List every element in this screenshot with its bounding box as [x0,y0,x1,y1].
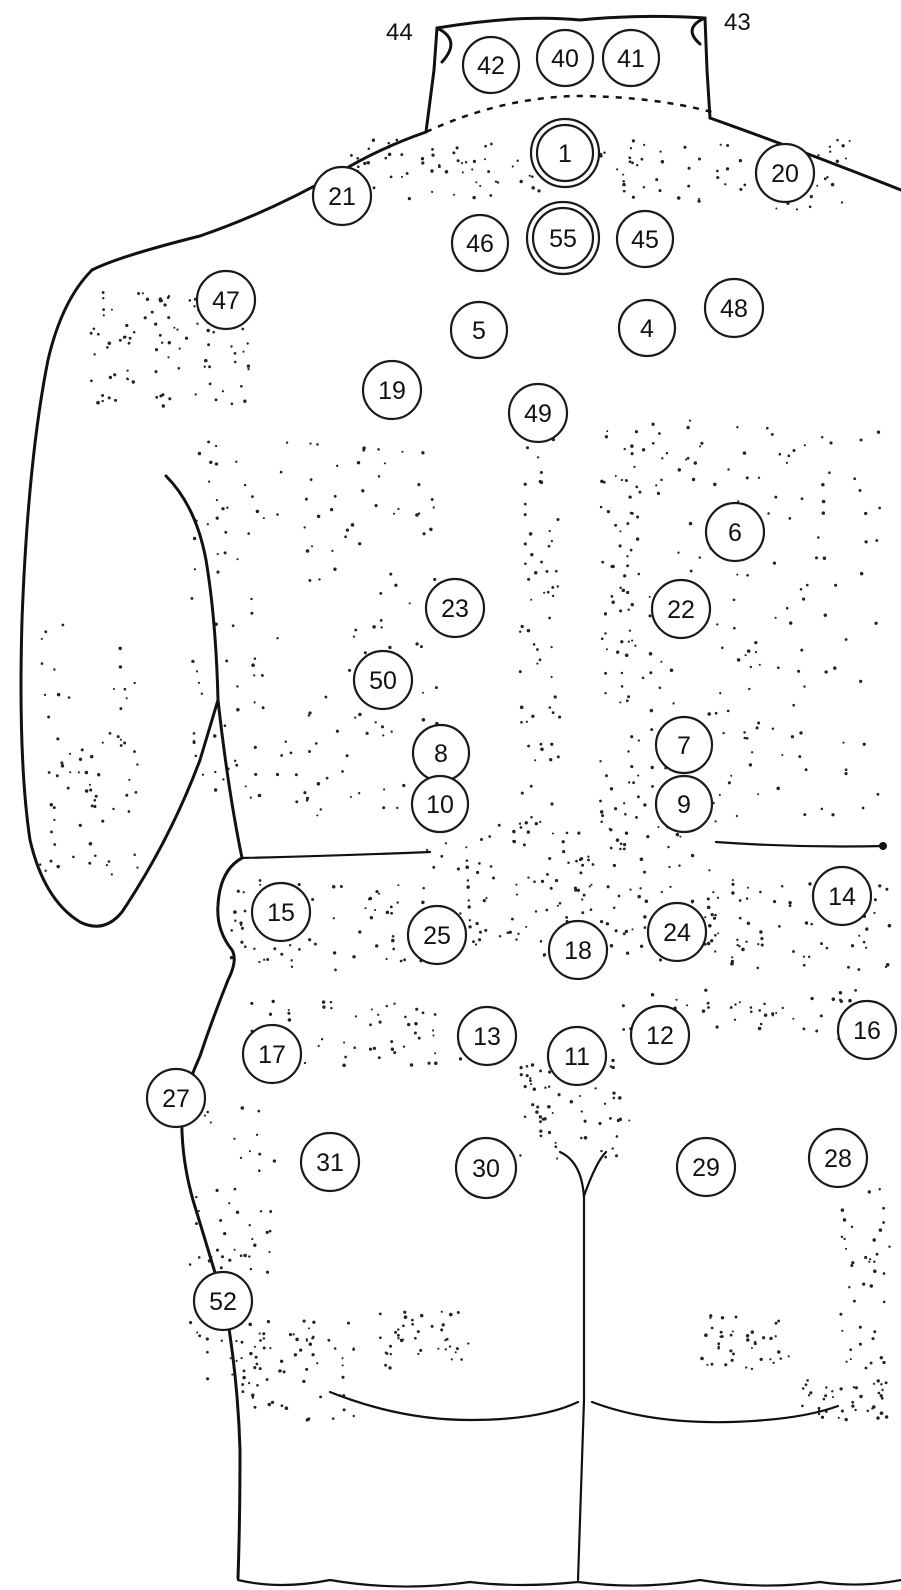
point-marker-9: 9 [656,776,712,832]
point-label-11: 11 [564,1043,590,1071]
point-label-48: 48 [720,295,748,323]
point-label-42: 42 [477,52,505,80]
point-marker-6: 6 [706,503,764,561]
bottom-edge [238,1580,901,1587]
waist-end-dot [879,842,887,850]
left-armpit-line [166,476,218,700]
point-marker-1: 1 [531,119,599,187]
point-marker-8: 8 [413,725,469,781]
point-label-7: 7 [677,732,691,760]
gluteal-cleft [560,1152,584,1580]
point-marker-45: 45 [617,211,673,267]
point-label-50: 50 [369,667,397,695]
waist-crease-right [716,842,884,847]
gluteal-fold-left [330,1392,578,1420]
point-label-55: 55 [549,225,577,253]
point-marker-27: 27 [147,1069,205,1127]
point-marker-41: 41 [603,30,659,86]
point-label-12: 12 [646,1022,674,1050]
point-label-20: 20 [771,160,799,188]
point-marker-46: 46 [452,215,508,271]
point-marker-30: 30 [456,1138,516,1198]
point-label-1: 1 [558,140,572,168]
point-label-21: 21 [328,183,356,211]
point-marker-49: 49 [509,384,567,442]
point-label-25: 25 [423,922,451,950]
point-marker-10: 10 [412,776,468,832]
point-label-19: 19 [378,377,406,405]
point-marker-24: 24 [648,903,706,961]
point-marker-28: 28 [809,1129,867,1187]
point-marker-40: 40 [537,30,593,86]
left-shoulder [92,132,426,270]
point-marker-15: 15 [252,883,310,941]
point-label-4: 4 [640,315,654,343]
ear-right [692,18,705,44]
point-label-45: 45 [631,226,659,254]
point-label-18: 18 [564,937,592,965]
point-marker-29: 29 [677,1138,735,1196]
point-marker-55: 55 [527,202,599,274]
left-arm [21,270,218,926]
point-label-16: 16 [853,1017,881,1045]
point-label-9: 9 [677,791,691,819]
point-label-14: 14 [828,883,856,911]
neck-top-edge [437,16,705,28]
point-marker-13: 13 [458,1007,516,1065]
point-label-47: 47 [212,287,240,315]
point-marker-22: 22 [652,580,710,638]
point-marker-52: 52 [194,1272,252,1330]
point-label-41: 41 [617,45,645,73]
point-marker-42: 42 [463,37,519,93]
point-marker-31: 31 [301,1133,359,1191]
point-marker-20: 20 [756,144,814,202]
point-label-22: 22 [667,596,695,624]
point-label-24: 24 [663,919,691,947]
left-leg-outer [226,1310,240,1578]
point-marker-17: 17 [243,1025,301,1083]
point-marker-18: 18 [549,921,607,979]
point-label-31: 31 [316,1149,344,1177]
point-marker-11: 11 [548,1027,606,1085]
point-label-49: 49 [524,400,552,428]
point-label-30: 30 [472,1155,500,1183]
point-label-23: 23 [441,595,469,623]
point-marker-5: 5 [451,302,507,358]
point-label-13: 13 [473,1023,501,1051]
point-label-52: 52 [209,1288,237,1316]
point-marker-16: 16 [838,1001,896,1059]
point-marker-23: 23 [426,579,484,637]
point-marker-21: 21 [313,167,371,225]
point-marker-50: 50 [354,651,412,709]
point-marker-7: 7 [656,717,712,773]
point-label-6: 6 [728,519,742,547]
point-marker-48: 48 [705,279,763,337]
point-marker-4: 4 [619,300,675,356]
point-marker-19: 19 [363,361,421,419]
point-label-15: 15 [267,899,295,927]
point-label-17: 17 [258,1041,286,1069]
point-marker-47: 47 [197,271,255,329]
point-label-46: 46 [466,230,494,258]
point-label-8: 8 [434,740,448,768]
point-label-5: 5 [472,317,486,345]
neck-right-edge [705,18,710,118]
label-44: 44 [386,19,413,46]
point-marker-14: 14 [813,867,871,925]
neck-left-edge [426,28,437,132]
left-torso-side [218,700,242,858]
gluteal-fold-right [592,1402,838,1422]
point-label-28: 28 [824,1145,852,1173]
point-marker-12: 12 [631,1006,689,1064]
point-label-10: 10 [426,791,454,819]
point-marker-25: 25 [408,906,466,964]
ear-left [437,28,451,62]
point-label-29: 29 [692,1154,720,1182]
label-43: 43 [724,9,751,36]
waist-crease-left [242,852,430,858]
gluteal-cleft-v [584,1152,606,1196]
point-label-40: 40 [551,45,579,73]
point-label-27: 27 [162,1085,190,1113]
